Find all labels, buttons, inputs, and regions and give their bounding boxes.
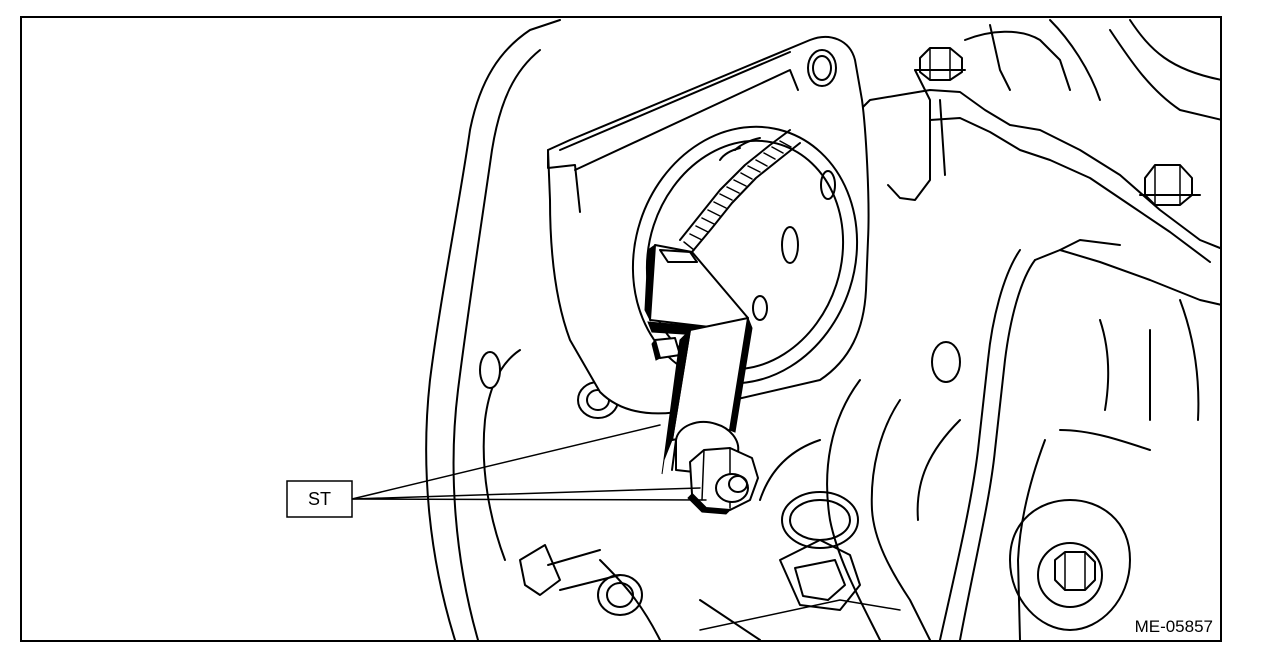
bolt-head-right [1144,164,1193,206]
bolt-head-lower [1054,551,1096,591]
ring-gear [679,129,801,253]
engine-housing [425,19,1220,640]
callout-box [286,480,353,518]
special-tool-bolt [671,421,759,515]
callout-leaders [351,424,707,501]
callout-label: ST [308,489,331,509]
callout-st: ST [286,480,353,518]
special-tool-bracket [644,243,753,475]
figure-code: ME-05857 [1135,617,1213,636]
mounting-bolts [914,47,1201,631]
bolt-head-top [919,47,963,81]
